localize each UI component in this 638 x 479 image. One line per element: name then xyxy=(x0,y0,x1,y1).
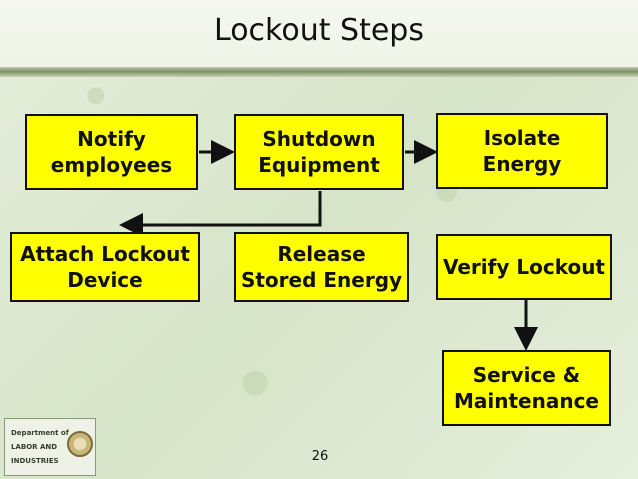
step-release-stored-energy: Release Stored Energy xyxy=(234,232,409,302)
department-logo: Department of LABOR AND INDUSTRIES xyxy=(4,418,96,476)
logo-line-3: INDUSTRIES xyxy=(11,457,59,465)
step-shutdown-equipment: Shutdown Equipment xyxy=(234,114,404,190)
step-notify-employees: Notify employees xyxy=(25,114,198,190)
slide-title: Lockout Steps xyxy=(214,13,424,48)
page-number: 26 xyxy=(311,449,329,464)
step-isolate-energy: Isolate Energy xyxy=(436,113,608,189)
step-verify-lockout: Verify Lockout xyxy=(436,234,612,300)
logo-line-1: Department of xyxy=(11,429,69,437)
step-attach-lockout-device: Attach Lockout Device xyxy=(10,232,200,302)
logo-line-2: LABOR AND xyxy=(11,443,58,451)
step-service-maintenance: Service & Maintenance xyxy=(442,350,611,426)
seal-icon xyxy=(67,431,93,457)
title-divider xyxy=(0,67,638,77)
arrow-isolate-to-attach xyxy=(119,191,322,237)
title-area xyxy=(0,0,638,70)
